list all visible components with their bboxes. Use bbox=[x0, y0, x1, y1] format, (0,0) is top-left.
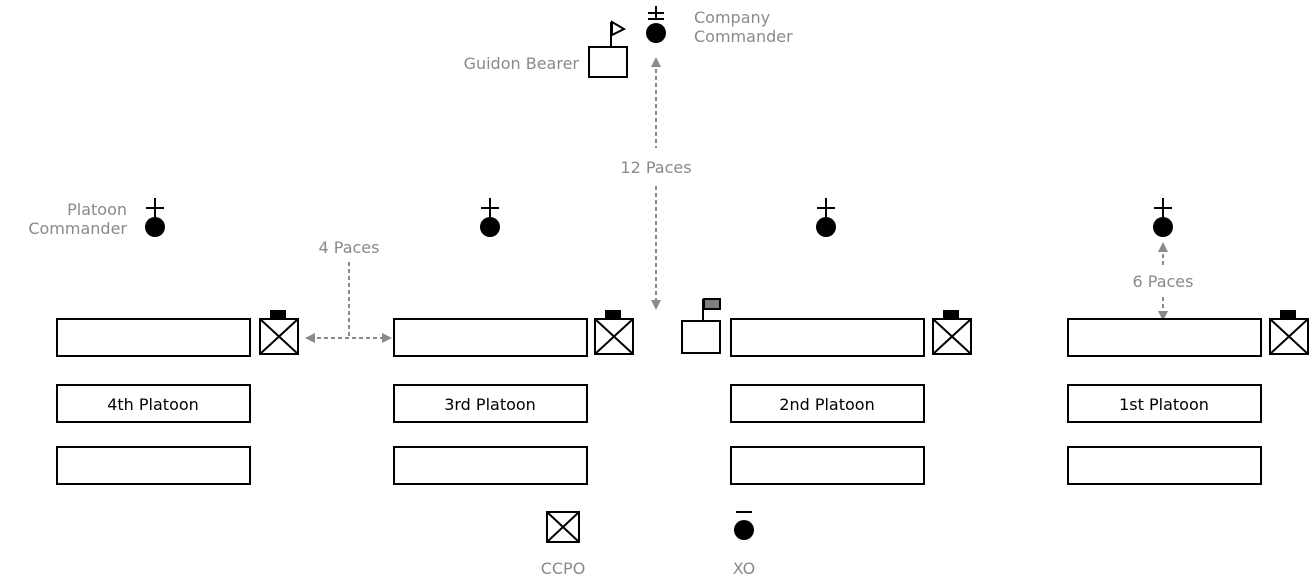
platoon-label-1st: 1st Platoon bbox=[1119, 395, 1209, 414]
platoon-rank-box bbox=[393, 384, 588, 423]
platoon-commander-icon bbox=[816, 198, 836, 237]
twelve-paces-label: 12 Paces bbox=[618, 158, 694, 177]
guidon-bearer-icon bbox=[588, 20, 628, 78]
platoon-rank-box bbox=[56, 384, 251, 423]
platoon-sergeant-icon bbox=[594, 310, 634, 355]
platoon-sergeant-icon bbox=[1269, 310, 1309, 355]
platoon-rank-box bbox=[1067, 446, 1262, 485]
platoon-rank-box bbox=[393, 446, 588, 485]
platoon-commander-icon bbox=[1153, 198, 1173, 237]
platoon-label-2nd: 2nd Platoon bbox=[779, 395, 875, 414]
platoon-sergeant-icon bbox=[932, 310, 972, 355]
platoon-commander-icon bbox=[145, 198, 165, 237]
platoon-commander-label: Platoon Commander bbox=[28, 200, 127, 238]
four-paces-arrow bbox=[305, 262, 392, 343]
xo-icon bbox=[734, 511, 754, 540]
four-paces-label: 4 Paces bbox=[318, 238, 380, 257]
xo-label: XO bbox=[732, 559, 756, 578]
platoon-rank-box bbox=[56, 318, 251, 357]
company-commander-label: Company Commander bbox=[694, 8, 793, 46]
platoon-rank-box bbox=[56, 446, 251, 485]
platoon-rank-box bbox=[730, 318, 925, 357]
platoon-rank-box bbox=[730, 384, 925, 423]
platoon-rank-box bbox=[1067, 318, 1262, 357]
ccpo-icon bbox=[546, 511, 580, 543]
platoon-rank-box bbox=[730, 446, 925, 485]
guidon-post-icon bbox=[681, 298, 721, 354]
platoon-sergeant-icon bbox=[259, 310, 299, 355]
platoon-label-4th: 4th Platoon bbox=[107, 395, 199, 414]
company-commander-icon bbox=[646, 6, 666, 43]
platoon-label-3rd: 3rd Platoon bbox=[444, 395, 536, 414]
platoon-rank-box bbox=[393, 318, 588, 357]
guidon-bearer-label: Guidon Bearer bbox=[463, 54, 579, 73]
platoon-commander-icon bbox=[480, 198, 500, 237]
ccpo-label: CCPO bbox=[540, 559, 586, 578]
platoon-rank-box bbox=[1067, 384, 1262, 423]
six-paces-label: 6 Paces bbox=[1130, 272, 1196, 291]
